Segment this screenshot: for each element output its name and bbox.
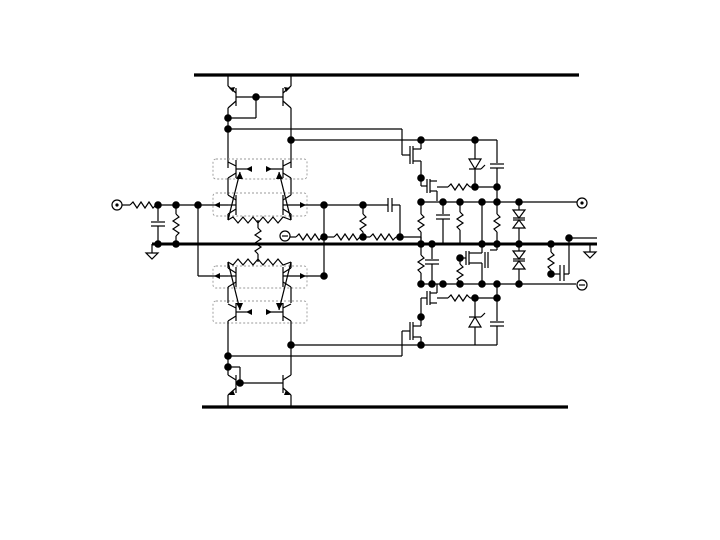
protection-diode-1 <box>511 209 527 219</box>
upper-source-resistor <box>447 182 471 192</box>
ground-symbol-left <box>144 252 160 260</box>
upper-cascode-group <box>212 158 308 180</box>
bias-resistor-1 <box>416 213 426 233</box>
feedback-resistor-3 <box>369 232 397 242</box>
upper-current-mirror <box>224 75 421 168</box>
input-stage <box>111 199 228 277</box>
lower-degeneration-resistor <box>227 258 292 266</box>
tail-resistor <box>253 227 263 255</box>
lower-output-driver <box>401 284 504 356</box>
ground-symbol-right <box>582 251 598 259</box>
lower-zener-diode <box>467 315 483 328</box>
feedback-resistor-1 <box>295 232 323 242</box>
upper-zener-diode <box>467 158 483 171</box>
upper-output-driver <box>401 129 504 201</box>
lower-current-mirror <box>224 341 421 407</box>
bias-resistor-5 <box>455 263 465 283</box>
lower-output-section <box>416 240 588 291</box>
protection-diode-4 <box>511 260 527 270</box>
protection-diode-2 <box>511 219 527 229</box>
protection-diode-3 <box>511 250 527 260</box>
lower-input-pair <box>212 258 324 375</box>
upper-degeneration-resistor <box>227 216 292 224</box>
bias-resistor-2 <box>455 211 465 231</box>
bias-resistor-4 <box>416 254 426 274</box>
bias-resistor-3 <box>492 213 502 233</box>
lower-pair-group <box>212 265 308 289</box>
input-shunt-resistor <box>171 213 181 237</box>
compensation-resistor <box>358 213 368 233</box>
zobel-resistor <box>546 251 556 271</box>
upper-input-pair <box>212 158 324 224</box>
feedback-resistor-2 <box>333 232 361 242</box>
input-resistor <box>129 200 157 210</box>
lower-source-resistor <box>447 293 471 303</box>
lower-cascode-group <box>212 300 308 324</box>
output-section <box>416 187 598 281</box>
feedback-network <box>279 198 422 280</box>
